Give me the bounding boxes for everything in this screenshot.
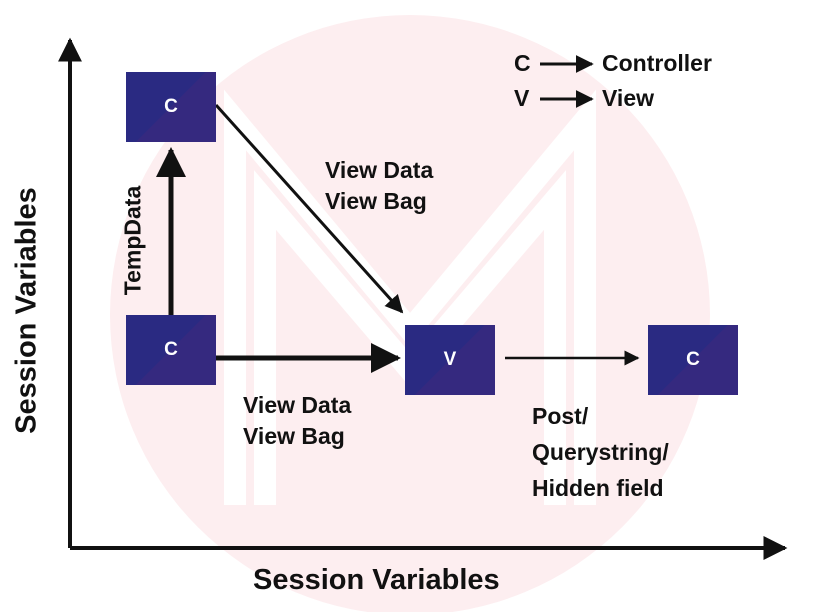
y-axis-label: Session Variables: [10, 187, 43, 434]
post-label-line2: Querystring/: [532, 439, 669, 465]
next-controller-box: C: [648, 325, 738, 395]
legend-value-controller: Controller: [602, 50, 712, 76]
view-box: V: [405, 325, 495, 395]
post-label: Post/Querystring/Hidden field: [532, 398, 669, 506]
top-label-line1: View Data: [325, 157, 434, 183]
top-label-line2: View Bag: [325, 188, 427, 214]
bottom-label-line2: View Bag: [243, 423, 345, 449]
x-axis-label: Session Variables: [253, 564, 500, 596]
legend-key-c: C: [514, 50, 531, 76]
legend-key-v: V: [514, 85, 530, 111]
bottom-label-line1: View Data: [243, 392, 352, 418]
post-label-line1: Post/: [532, 403, 589, 429]
top-controller-box: C: [126, 72, 216, 142]
bottom-controller-box: C: [126, 315, 216, 385]
legend-value-view: View: [602, 85, 654, 111]
top-controller-to-view-arrow: [214, 103, 404, 314]
tempdata-label: TempData: [119, 185, 146, 296]
post-label-line3: Hidden field: [532, 475, 664, 501]
